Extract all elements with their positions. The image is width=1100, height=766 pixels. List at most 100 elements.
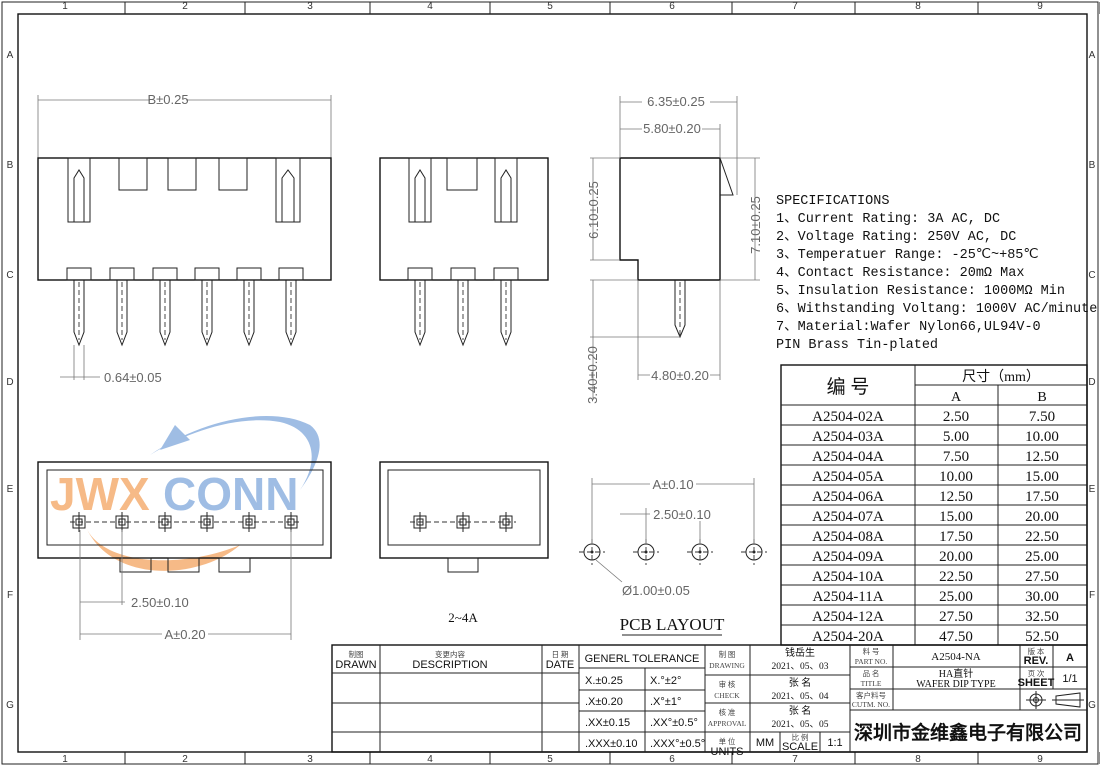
check-en: CHECK (714, 691, 740, 700)
spec-item: 4、Contact Resistance: 20mΩ Max (776, 266, 1024, 281)
bottom-view-3pin: 2~4A (379, 461, 549, 625)
partno-en: PART NO. (855, 657, 888, 666)
cust-en: CUTM. NO. (852, 700, 890, 709)
pin-marker (242, 512, 256, 532)
grid-row-label: F (7, 590, 13, 601)
table-header-a: A (951, 390, 962, 405)
dim-pcb-pitch: 2.50±0.10 (653, 507, 711, 522)
dim-hole: Ø1.00±0.05 (622, 583, 690, 598)
pin (407, 267, 433, 347)
check-cn: 审 核 (719, 679, 736, 689)
grid-row-label: D (1088, 377, 1095, 388)
table-cell-b: 52.50 (1025, 629, 1059, 645)
table-cell-a: 5.00 (943, 429, 969, 445)
desc-cn: 变更内容 (435, 649, 465, 659)
logo-swoosh-blue (150, 416, 320, 490)
grid-row-label: B (7, 160, 14, 171)
title-value-1: HA直针 (939, 667, 973, 680)
title-value-2: WAFER DIP TYPE (916, 679, 995, 690)
grid-row-label: A (7, 50, 14, 61)
table-cell-part: A2504-05A (812, 469, 884, 485)
grid-column-label: 2 (182, 1, 188, 12)
pin (278, 267, 304, 347)
spec-title: SPECIFICATIONS (776, 194, 889, 209)
sheet-en: SHEET (1018, 677, 1055, 689)
drawing-en: DRAWING (709, 661, 745, 670)
date-cn: 日 期 (552, 650, 569, 659)
table-cell-b: 22.50 (1025, 529, 1059, 545)
sheet-cn: 页 次 (1028, 668, 1045, 678)
pin-marker (413, 512, 427, 532)
logo-text-jwx: JWX (50, 468, 150, 520)
dim-height-left: 6.10±0.25 (586, 181, 601, 239)
drawn-cn: 制图 (349, 649, 364, 659)
table-cell-a: 10.00 (939, 469, 973, 485)
grid-column-label: 3 (307, 1, 313, 12)
table-header-part: 编 号 (827, 376, 870, 398)
pin-marker (72, 512, 86, 532)
grid-column-label: 9 (1037, 1, 1043, 12)
table-cell-part: A2504-10A (812, 569, 884, 585)
table-cell-part: A2504-03A (812, 429, 884, 445)
dim-height-right: 7.10±0.25 (748, 196, 763, 254)
tolerance-angular: .XXX°±0.5° (650, 738, 705, 750)
table-cell-b: 10.00 (1025, 429, 1059, 445)
jwxconn-logo-watermark: JWX CONN (50, 416, 320, 571)
tolerance-angular: .XX°±0.5° (650, 717, 698, 729)
units-value: MM (756, 737, 774, 749)
date-en: DATE (546, 659, 575, 671)
dim-b: B±0.25 (147, 92, 188, 107)
check-name: 张 名 (789, 676, 812, 689)
dim-a: A±0.20 (164, 627, 205, 642)
pcb-layout: A±0.10 2.50±0.10 Ø1.00±0.05 PCB LAYOUT (579, 477, 767, 636)
grid-column-label: 1 (62, 754, 68, 765)
dim-pin-length: 3.40±0.20 (585, 346, 600, 404)
table-cell-part: A2504-04A (812, 449, 884, 465)
side-view: 6.35±0.25 5.80±0.20 6.10±0.25 7.10±0.25 … (585, 94, 763, 404)
pin-marker (115, 512, 129, 532)
table-cell-b: 20.00 (1025, 509, 1059, 525)
partno-cn: 料 号 (863, 646, 880, 656)
table-cell-b: 12.50 (1025, 449, 1059, 465)
table-cell-a: 47.50 (939, 629, 973, 645)
front-view-6pin: B±0.25 0.64±0.05 (37, 92, 332, 385)
approval-cn: 核 准 (719, 707, 736, 717)
partno-value: A2504-NA (931, 651, 981, 663)
grid-column-label: 5 (547, 1, 553, 12)
sheet-value: 1/1 (1062, 673, 1077, 685)
pin-marker (456, 512, 470, 532)
specifications: SPECIFICATIONS 1、Current Rating: 3A AC, … (776, 194, 1097, 353)
approval-name: 张 名 (789, 704, 812, 717)
table-cell-b: 17.50 (1025, 489, 1059, 505)
dim-pin-width: 0.64±0.05 (104, 370, 162, 385)
logo-text-conn: CONN (163, 468, 298, 520)
table-cell-part: A2504-12A (812, 609, 884, 625)
tolerance-title: GENERL TOLERANCE (585, 653, 700, 665)
drawn-en: DRAWN (335, 659, 376, 671)
table-cell-a: 25.00 (939, 589, 973, 605)
grid-column-label: 4 (427, 754, 433, 765)
rev-cn: 版 本 (1028, 646, 1045, 656)
pin-marker (284, 512, 298, 532)
pin-marker (200, 512, 214, 532)
spec-item: PIN Brass Tin-plated (776, 338, 938, 353)
spec-item: 2、Voltage Rating: 250V AC, DC (776, 230, 1016, 245)
spec-item: 7、Material:Wafer Nylon66,UL94V-0 (776, 320, 1041, 335)
table-cell-a: 22.50 (939, 569, 973, 585)
approval-en: APPROVAL (708, 719, 747, 728)
dim-pitch: 2.50±0.10 (131, 595, 189, 610)
variant-label: 2~4A (448, 610, 478, 625)
title-cn: 品 名 (863, 668, 880, 678)
dim-pin-offset: 4.80±0.20 (651, 368, 709, 383)
logo-star (160, 425, 190, 450)
dim-overall-width: 6.35±0.25 (647, 94, 705, 109)
table-cell-a: 2.50 (943, 409, 969, 425)
front-view-3pin (379, 157, 549, 347)
drawing-date: 2021、05、03 (771, 662, 828, 672)
